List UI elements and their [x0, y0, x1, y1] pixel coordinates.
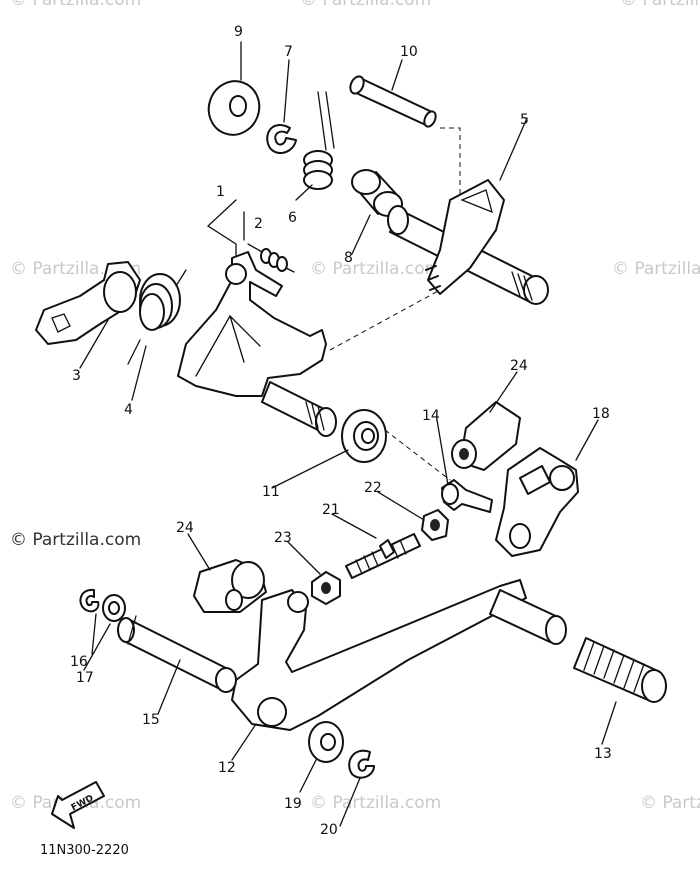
callout-18: 18: [592, 406, 610, 422]
callout-11: 11: [262, 484, 280, 500]
watermark-top-center: © Partzilla.com: [300, 0, 431, 10]
callout-12: 12: [218, 760, 236, 776]
part-24-rod-end-lower: [193, 559, 267, 613]
part-2-spring: [247, 243, 295, 273]
callout-3: 3: [72, 368, 81, 384]
callout-19: 19: [284, 796, 302, 812]
leader-lines: [79, 41, 617, 827]
watermark-bottom-right: © Partzilla.com: [640, 793, 700, 813]
callout-23: 23: [274, 530, 292, 546]
watermarks: © Partzilla.com © Partzilla.com © Partzi…: [10, 0, 700, 813]
part-17-washer: [102, 594, 126, 622]
part-24-rod-end-upper: [451, 401, 521, 471]
part-12-shift-pedal: [231, 579, 567, 731]
callout-21: 21: [322, 502, 340, 518]
callout-20: 20: [320, 822, 338, 838]
callout-2: 2: [254, 216, 263, 232]
callout-7: 7: [284, 44, 293, 60]
callout-4: 4: [124, 402, 133, 418]
callout-1: 1: [216, 184, 225, 200]
callout-14: 14: [422, 408, 440, 424]
callout-13: 13: [594, 746, 612, 762]
watermark-top-left: © Partzilla.com: [10, 0, 141, 10]
part-20-circlip: [348, 749, 375, 779]
callout-16: 16: [70, 654, 88, 670]
part-4-spring: [127, 269, 187, 365]
callout-17: 17: [76, 670, 94, 686]
part-14-bolt: [441, 479, 493, 513]
watermark-bottom-center: © Partzilla.com: [310, 793, 441, 813]
part-6-spring: [303, 91, 335, 190]
callout-5: 5: [520, 112, 529, 128]
fwd-arrow-shape: [51, 781, 105, 829]
part-7-circlip: [266, 124, 297, 155]
part-5-shift-shaft: [387, 179, 549, 305]
callout-15: 15: [142, 712, 160, 728]
assembly-line-11-14: [384, 429, 451, 481]
part-10-pin: [349, 75, 437, 128]
diagram-code: 11N300-2220: [40, 843, 129, 858]
part-1-shift-arm: [177, 251, 337, 437]
part-15-pivot-shaft: [117, 615, 237, 693]
part-16-circlip: [79, 588, 100, 613]
callout-10: 10: [400, 44, 418, 60]
part-21-adjuster: [345, 533, 421, 579]
part-23-nut: [311, 571, 341, 605]
part-8-collar: [351, 169, 403, 217]
callout-6: 6: [288, 210, 297, 226]
watermark-mid-right: © Partzilla.com: [612, 259, 700, 279]
assembly-lines: [329, 127, 461, 481]
part-9-washer: [207, 80, 261, 136]
assembly-line-10-5: [440, 127, 461, 200]
part-19-washer: [308, 721, 344, 763]
watermark-mid-center: © Partzilla.com: [310, 259, 441, 279]
callout-24-upper: 24: [510, 358, 528, 374]
callout-8: 8: [344, 250, 353, 266]
watermark-left-dark: © Partzilla.com: [10, 530, 141, 550]
callout-9: 9: [234, 24, 243, 40]
assembly-line-1-5: [329, 289, 441, 351]
callout-labels: 9 7 10 5 1 6 2 8 3 4 24 14 18 11 22 21 2…: [70, 24, 612, 838]
part-11-bearing: [341, 409, 387, 463]
part-18-arm: [495, 447, 579, 557]
watermark-top-right: © Partzilla.com: [620, 0, 700, 10]
callout-22: 22: [364, 480, 382, 496]
part-13-pedal-rubber: [573, 637, 667, 703]
callout-24-lower: 24: [176, 520, 194, 536]
part-3-arm: [35, 261, 141, 345]
part-22-nut: [421, 509, 449, 541]
